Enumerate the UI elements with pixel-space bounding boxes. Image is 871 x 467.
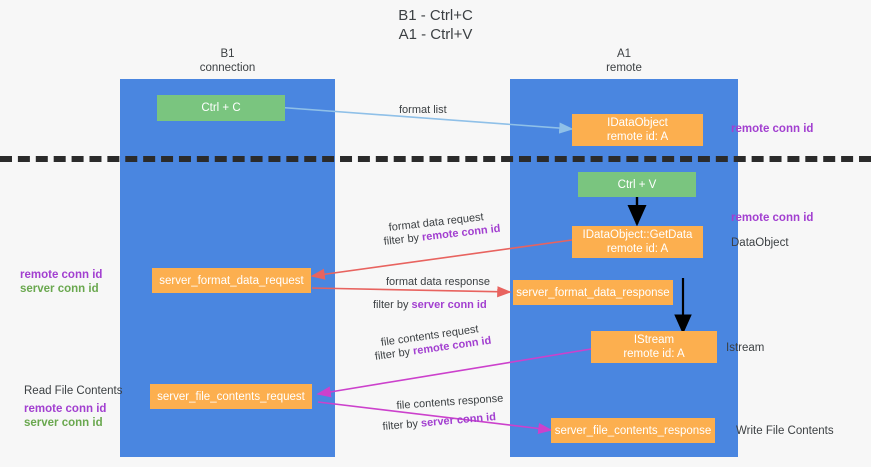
label-remote-conn-id-left-bottom: remote conn id xyxy=(24,403,107,415)
label-istream-right: Istream xyxy=(726,342,765,354)
section-divider xyxy=(0,156,871,162)
label-server-conn-id-left-mid: server conn id xyxy=(20,283,99,295)
node-istream-line2: remote id: A xyxy=(623,348,685,360)
node-ctrl-v[interactable]: Ctrl + V xyxy=(578,172,696,197)
node-server-format-data-request[interactable]: server_format_data_request xyxy=(152,268,311,293)
column-header-b1: B1 connection xyxy=(120,47,335,75)
label-remote-conn-id-left-mid: remote conn id xyxy=(20,269,103,281)
edge-label-format-data-response-filter-key: server conn id xyxy=(411,299,487,311)
node-server-format-data-response-label: server_format_data_response xyxy=(516,286,670,299)
column-header-a1: A1 remote xyxy=(510,47,738,75)
node-ctrl-v-label: Ctrl + V xyxy=(617,178,657,191)
node-server-format-data-request-label: server_format_data_request xyxy=(159,274,304,287)
node-ctrl-c[interactable]: Ctrl + C xyxy=(157,95,285,121)
node-istream[interactable]: IStream remote id: A xyxy=(591,331,717,363)
label-write-file-contents: Write File Contents xyxy=(736,425,834,437)
edge-label-format-data-response-filter: filter by server conn id xyxy=(373,298,487,312)
node-idataobject-getdata[interactable]: IDataObject::GetData remote id: A xyxy=(572,226,703,258)
title-line-1: B1 - Ctrl+C xyxy=(398,7,473,24)
column-header-b1-role: connection xyxy=(199,62,256,74)
node-server-file-contents-request[interactable]: server_file_contents_request xyxy=(150,384,312,409)
label-remote-conn-id-top: remote conn id xyxy=(731,123,814,135)
label-dataobject: DataObject xyxy=(731,237,789,249)
label-read-file-contents: Read File Contents xyxy=(24,385,123,397)
node-server-file-contents-request-label: server_file_contents_request xyxy=(157,390,305,403)
connector-format-list xyxy=(274,106,574,134)
column-header-a1-role: remote xyxy=(606,62,642,74)
node-ctrl-c-label: Ctrl + C xyxy=(201,102,241,114)
edge-label-format-list: format list xyxy=(399,104,447,116)
label-server-conn-id-left-bottom: server conn id xyxy=(24,417,103,429)
node-istream-line1: IStream xyxy=(633,334,675,346)
node-idataobject-line1: IDataObject xyxy=(607,117,668,129)
column-header-a1-name: A1 xyxy=(616,48,632,60)
node-server-file-contents-response[interactable]: server_file_contents_response xyxy=(551,418,715,443)
title-line-2: A1 - Ctrl+V xyxy=(398,26,473,43)
column-header-b1-name: B1 xyxy=(220,48,235,60)
label-remote-conn-id-mid: remote conn id xyxy=(731,212,814,224)
connector-format-data-request xyxy=(310,239,573,280)
node-server-file-contents-response-label: server_file_contents_response xyxy=(554,424,712,437)
connector-format-data-response xyxy=(311,286,512,298)
diagram-title: B1 - Ctrl+C A1 - Ctrl+V xyxy=(0,6,871,44)
edge-label-file-contents-response-filter-prefix: filter by xyxy=(382,417,422,433)
node-idataobject-getdata-line1: IDataObject::GetData xyxy=(582,229,693,241)
node-idataobject-line2: remote id: A xyxy=(606,131,669,143)
node-idataobject-getdata-line2: remote id: A xyxy=(606,243,669,255)
edge-label-format-data-response-filter-prefix: filter by xyxy=(373,299,412,311)
connector-file-contents-request xyxy=(316,348,592,398)
edge-label-format-data-response: format data response xyxy=(386,276,490,288)
connector-file-contents-response xyxy=(317,401,553,435)
node-server-format-data-response[interactable]: server_format_data_response xyxy=(513,280,673,305)
node-idataobject[interactable]: IDataObject remote id: A xyxy=(572,114,703,146)
